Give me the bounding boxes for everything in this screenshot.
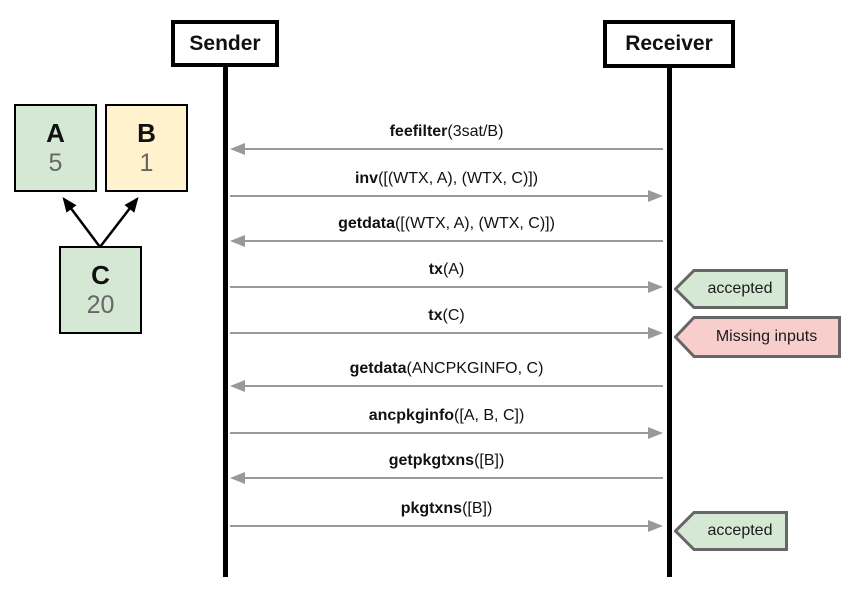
arrowhead-right-icon bbox=[648, 427, 663, 439]
arrowhead-left-icon bbox=[230, 380, 245, 392]
result-badge-accepted-tx-a: accepted bbox=[674, 269, 788, 309]
badge-shape bbox=[674, 511, 788, 551]
message-name: getdata bbox=[338, 215, 395, 232]
message-line bbox=[230, 195, 648, 197]
message-label: getpkgtxns([B]) bbox=[230, 452, 663, 470]
message-line bbox=[230, 432, 648, 434]
node-label: B bbox=[137, 117, 156, 148]
message-args: (A) bbox=[442, 261, 465, 278]
message-tx-c: tx(C) bbox=[230, 304, 663, 339]
sender-lifeline bbox=[223, 66, 228, 577]
message-label: inv([(WTX, A), (WTX, C)]) bbox=[230, 170, 663, 188]
message-line bbox=[245, 385, 663, 387]
message-name: tx bbox=[428, 307, 443, 324]
message-args: ([A, B, C]) bbox=[454, 407, 525, 424]
message-args: ([B]) bbox=[462, 500, 493, 517]
message-label: feefilter(3sat/B) bbox=[230, 123, 663, 141]
message-ancpkginfo: ancpkginfo([A, B, C]) bbox=[230, 404, 663, 439]
message-inv: inv([(WTX, A), (WTX, C)]) bbox=[230, 167, 663, 202]
arrowhead-right-icon bbox=[648, 520, 663, 532]
dag-node-c: C 20 bbox=[59, 246, 142, 334]
message-args: ([(WTX, A), (WTX, C)]) bbox=[378, 170, 539, 187]
actor-receiver: Receiver bbox=[603, 20, 735, 68]
message-name: tx bbox=[428, 261, 443, 278]
badge-label: accepted bbox=[707, 522, 773, 539]
message-feefilter: feefilter(3sat/B) bbox=[230, 120, 663, 155]
node-label: A bbox=[46, 117, 65, 148]
message-name: ancpkginfo bbox=[368, 407, 455, 424]
message-name: pkgtxns bbox=[400, 500, 463, 517]
message-name: getpkgtxns bbox=[388, 452, 475, 469]
message-label: getdata(ANCPKGINFO, C) bbox=[230, 360, 663, 378]
node-value: 1 bbox=[139, 148, 154, 177]
dag-node-b: B 1 bbox=[105, 104, 188, 192]
message-line bbox=[230, 525, 648, 527]
receiver-lifeline bbox=[667, 67, 672, 577]
message-label: ancpkginfo([A, B, C]) bbox=[230, 407, 663, 425]
message-line bbox=[245, 477, 663, 479]
edge-c-to-a bbox=[62, 197, 101, 248]
arrowhead-right-icon bbox=[648, 327, 663, 339]
node-value: 5 bbox=[48, 148, 63, 177]
actor-sender: Sender bbox=[171, 20, 279, 67]
badge-shape bbox=[674, 316, 841, 358]
message-label: tx(C) bbox=[230, 307, 663, 325]
arrowhead-right-icon bbox=[648, 281, 663, 293]
message-label: getdata([(WTX, A), (WTX, C)]) bbox=[230, 215, 663, 233]
message-pkgtxns: pkgtxns([B]) bbox=[230, 497, 663, 532]
message-args: ([(WTX, A), (WTX, C)]) bbox=[394, 215, 555, 232]
arrowhead-right-icon bbox=[648, 190, 663, 202]
node-label: C bbox=[91, 259, 110, 290]
message-name: inv bbox=[354, 170, 379, 187]
actor-sender-label: Sender bbox=[189, 31, 261, 55]
message-args: (C) bbox=[442, 307, 465, 324]
result-badge-missing-inputs: Missing inputs bbox=[674, 316, 841, 358]
message-label: pkgtxns([B]) bbox=[230, 500, 663, 518]
actor-receiver-label: Receiver bbox=[625, 32, 713, 55]
message-line bbox=[245, 240, 663, 242]
message-args: (ANCPKGINFO, C) bbox=[406, 360, 544, 377]
dag-node-a: A 5 bbox=[14, 104, 97, 192]
message-line bbox=[230, 332, 648, 334]
message-getdata-wtx: getdata([(WTX, A), (WTX, C)]) bbox=[230, 212, 663, 247]
message-label: tx(A) bbox=[230, 261, 663, 279]
message-args: ([B]) bbox=[474, 452, 505, 469]
result-badge-accepted-pkgtxns: accepted bbox=[674, 511, 788, 551]
arrowhead-left-icon bbox=[230, 143, 245, 155]
edge-c-to-b bbox=[99, 197, 139, 248]
node-value: 20 bbox=[86, 290, 115, 319]
message-line bbox=[245, 148, 663, 150]
message-name: feefilter bbox=[389, 123, 448, 140]
message-line bbox=[230, 286, 648, 288]
message-getpkgtxns: getpkgtxns([B]) bbox=[230, 449, 663, 484]
message-getdata-ancpkginfo: getdata(ANCPKGINFO, C) bbox=[230, 357, 663, 392]
badge-label: accepted bbox=[707, 280, 773, 297]
arrowhead-left-icon bbox=[230, 235, 245, 247]
badge-label: Missing inputs bbox=[715, 328, 818, 345]
message-name: getdata bbox=[349, 360, 407, 377]
message-tx-a: tx(A) bbox=[230, 258, 663, 293]
arrowhead-left-icon bbox=[230, 472, 245, 484]
message-args: (3sat/B) bbox=[447, 123, 504, 140]
badge-shape bbox=[674, 269, 788, 309]
